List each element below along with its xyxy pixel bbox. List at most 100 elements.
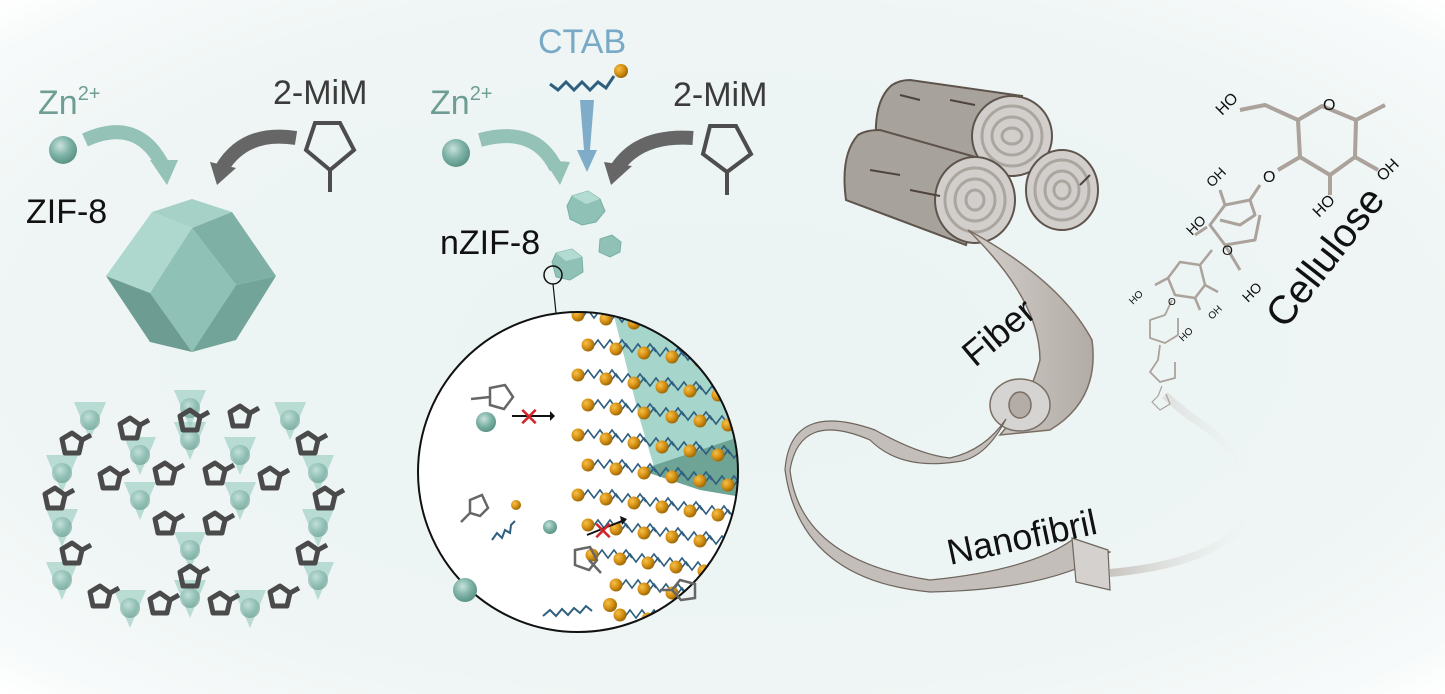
ligand-arrow-head <box>604 162 632 185</box>
svg-text:O: O <box>1323 97 1335 114</box>
ctab-tail <box>647 466 685 478</box>
ctab-tail <box>619 522 657 534</box>
zn-arrow-body <box>82 125 172 174</box>
ctab-head <box>665 470 679 484</box>
fiber-icon <box>967 229 1094 436</box>
zn-node <box>52 570 72 590</box>
ctab-tail <box>619 462 657 474</box>
imidazolate-linker <box>202 510 228 536</box>
ctab-head <box>694 647 707 660</box>
ctab-head <box>750 599 763 612</box>
zn-node <box>130 490 150 510</box>
ctab-tail <box>731 538 738 550</box>
ctab-tail <box>735 568 738 580</box>
ctab-tail <box>619 402 657 414</box>
zn-ion-label: Zn2+ <box>430 84 493 120</box>
ctab-label: CTAB <box>538 23 627 61</box>
ctab-head <box>665 410 679 424</box>
svg-text:OH: OH <box>1374 156 1403 185</box>
zif8-framework-icon <box>42 390 346 628</box>
ctab-tail <box>637 436 675 448</box>
ligand-arrow-body <box>611 130 694 173</box>
methyl-group <box>63 487 76 498</box>
ctab-arrow <box>577 100 597 172</box>
ligand-label: 2-MiM <box>673 76 768 114</box>
ctab-head <box>655 320 669 334</box>
ctab-tail <box>581 368 619 380</box>
ctab-tail <box>731 418 738 430</box>
nzif8-label: nZIF-8 <box>440 224 541 262</box>
svg-text:HO: HO <box>1239 279 1265 305</box>
svg-text:HO: HO <box>1127 289 1146 308</box>
ctab-tail <box>665 320 703 332</box>
ctab-head <box>721 478 735 492</box>
methyl-group <box>108 585 121 596</box>
ligand-label: 2-MiM <box>273 74 368 112</box>
ctab-head <box>627 436 641 450</box>
wood-logs-icon <box>843 78 1099 247</box>
methyl-group <box>248 405 261 416</box>
zn-node <box>130 445 150 465</box>
ctab-head <box>722 651 735 664</box>
ctab-tail <box>591 398 629 410</box>
ctab-tail <box>647 406 685 418</box>
ctab-tail <box>703 474 738 486</box>
ctab-tail <box>637 316 675 328</box>
methyl-group <box>198 565 211 576</box>
ctab-tail <box>648 640 684 648</box>
imidazolate-linker <box>147 590 173 616</box>
ctab-tail <box>693 504 731 516</box>
ctab-tail <box>665 440 703 452</box>
nanofibril-icon <box>784 392 1254 593</box>
ctab-head <box>665 530 679 544</box>
free-ctab-head <box>603 598 617 612</box>
ctab-head <box>613 552 627 566</box>
ctab-tail <box>735 624 738 632</box>
ctab-head <box>693 414 707 428</box>
zn-ion-sphere <box>442 139 470 167</box>
ctab-head <box>581 338 595 352</box>
methyl-group <box>168 592 181 603</box>
methyl-group <box>198 409 211 420</box>
ctab-tail <box>721 388 738 400</box>
ctab-head <box>609 578 623 592</box>
zn-node <box>180 588 200 608</box>
zn-node <box>230 445 250 465</box>
ctab-tail <box>619 342 657 354</box>
ctab-head <box>669 616 683 630</box>
methyl-group <box>288 585 301 596</box>
blocked-marker: ✕ <box>518 402 540 432</box>
zn-node <box>120 598 140 618</box>
ctab-head <box>571 428 585 442</box>
ctab-head <box>693 474 707 488</box>
free-zn-ion <box>543 520 557 534</box>
zn-node <box>180 540 200 560</box>
ctab-tail <box>665 380 703 392</box>
ctab-tail <box>609 492 647 504</box>
svg-text:OH: OH <box>1203 164 1229 190</box>
ctab-head <box>721 594 735 608</box>
ctab-head <box>637 346 651 360</box>
zn-node <box>308 517 328 537</box>
imidazolate-linker <box>202 460 228 486</box>
ctab-head <box>693 534 707 548</box>
ctab-head <box>683 324 697 338</box>
ctab-tail <box>704 648 740 656</box>
ctab-tail <box>707 620 738 632</box>
ctab-tail <box>651 612 689 624</box>
ctab-tail <box>619 578 657 590</box>
zif8-crystal-icon <box>106 199 276 352</box>
ctab-tail <box>760 600 796 608</box>
zn-charge: 2+ <box>469 83 493 105</box>
ctab-head <box>613 608 627 622</box>
zn-charge: 2+ <box>77 83 101 105</box>
ctab-head <box>683 384 697 398</box>
imidazolate-linker <box>152 510 178 536</box>
ctab-head <box>637 406 651 420</box>
methyl-group <box>333 487 346 498</box>
ctab-head <box>725 568 738 582</box>
zn-ion-sphere <box>49 136 77 164</box>
ctab-head <box>581 518 595 532</box>
free-ligand-icon <box>573 545 602 574</box>
